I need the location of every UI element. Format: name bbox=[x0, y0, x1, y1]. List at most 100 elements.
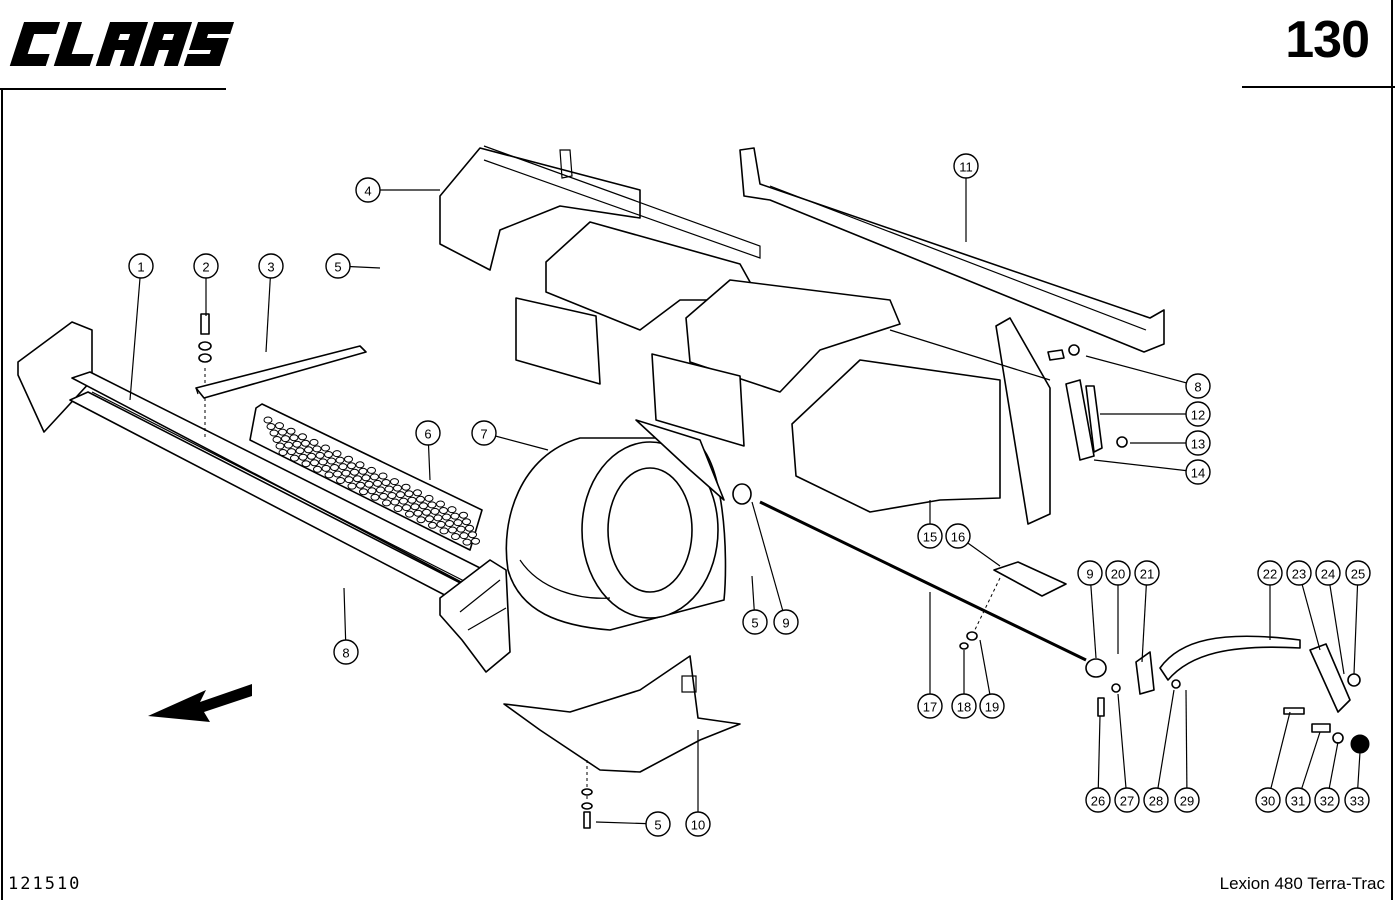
perforation-hole bbox=[442, 513, 451, 521]
callout-c24: 24 bbox=[1315, 560, 1341, 586]
perforation-hole bbox=[427, 501, 437, 509]
perforation-hole bbox=[266, 423, 276, 430]
callout-number: 18 bbox=[957, 700, 971, 715]
perforation-hole bbox=[301, 439, 310, 447]
perforation-hole bbox=[445, 520, 454, 527]
callout-number: 9 bbox=[1086, 567, 1093, 582]
callout-number: 24 bbox=[1321, 567, 1335, 582]
callout-circle bbox=[953, 153, 979, 179]
perforation-hole bbox=[350, 468, 359, 476]
perforation-hole bbox=[387, 492, 397, 499]
perforation-hole bbox=[347, 462, 356, 470]
callout-circle bbox=[1344, 787, 1370, 813]
callout-number: 20 bbox=[1111, 567, 1125, 582]
callout-c13: 13 bbox=[1185, 430, 1211, 456]
perforation-hole bbox=[298, 453, 308, 461]
callout-number: 5 bbox=[751, 616, 758, 631]
perforation-hole bbox=[332, 450, 342, 458]
part-shaft bbox=[732, 483, 1087, 662]
callout-circle bbox=[1286, 560, 1312, 586]
perforation-hole bbox=[376, 486, 385, 494]
part-upper-rail bbox=[739, 147, 1165, 353]
perforation-hole bbox=[318, 458, 328, 466]
perforation-hole bbox=[284, 441, 293, 449]
claas-logo bbox=[8, 16, 236, 72]
callout-c4: 4 bbox=[355, 177, 381, 203]
callout-number: 4 bbox=[364, 184, 371, 199]
callout-circle bbox=[1285, 787, 1311, 813]
perforation-hole bbox=[312, 445, 322, 453]
callout-c18: 18 bbox=[951, 693, 977, 719]
leader-line-c3 bbox=[265, 265, 272, 353]
leader-line-c28 bbox=[1155, 689, 1175, 801]
header-rule-left bbox=[0, 88, 226, 90]
callout-c22: 22 bbox=[1257, 560, 1283, 586]
perforation-hole bbox=[428, 521, 437, 529]
callout-circle bbox=[1174, 787, 1200, 813]
perforation-hole bbox=[333, 470, 342, 478]
callout-circle bbox=[193, 253, 219, 279]
perforation-hole bbox=[447, 506, 457, 514]
model-name: Lexion 480 Terra-Trac bbox=[1219, 874, 1385, 893]
frame-right bbox=[1391, 0, 1393, 900]
perforation-hole bbox=[370, 473, 379, 481]
perforation-hole bbox=[439, 527, 449, 535]
callout-circle bbox=[1077, 560, 1103, 586]
callout-number: 26 bbox=[1091, 794, 1105, 809]
callout-c15: 15 bbox=[917, 523, 943, 549]
callout-number: 3 bbox=[267, 260, 274, 275]
perforation-hole bbox=[298, 433, 307, 441]
perforation-hole bbox=[281, 435, 290, 443]
callout-c17: 17 bbox=[917, 693, 943, 719]
perforation-hole bbox=[456, 525, 466, 533]
callout-c6: 6 bbox=[415, 420, 441, 446]
callout-c30: 30 bbox=[1255, 787, 1281, 813]
callout-number: 6 bbox=[424, 427, 431, 442]
perforation-hole bbox=[324, 451, 333, 458]
callout-number: 9 bbox=[782, 616, 789, 631]
perforation-hole bbox=[330, 464, 339, 471]
perforation-hole bbox=[451, 533, 460, 540]
callout-c28: 28 bbox=[1143, 787, 1169, 813]
leader-line-c1 bbox=[129, 265, 142, 401]
callout-c10: 10 bbox=[685, 811, 711, 837]
callout-number: 22 bbox=[1263, 567, 1277, 582]
callout-circle bbox=[128, 253, 154, 279]
perforation-hole bbox=[459, 511, 468, 519]
callout-circle bbox=[1314, 787, 1340, 813]
callout-circle bbox=[1085, 787, 1111, 813]
perforation-hole bbox=[269, 429, 279, 437]
part-small-plate bbox=[959, 561, 1067, 650]
page-number: 130 bbox=[1285, 11, 1370, 69]
callout-c25: 25 bbox=[1345, 560, 1371, 586]
perforation-hole bbox=[278, 449, 288, 456]
callout-c2: 2 bbox=[193, 253, 219, 279]
callout-circle bbox=[1315, 560, 1341, 586]
perforation-hole bbox=[465, 524, 474, 532]
perforation-hole bbox=[425, 515, 434, 523]
callout-circle bbox=[1114, 787, 1140, 813]
perforation-hole bbox=[373, 479, 382, 487]
callout-c16: 16 bbox=[945, 523, 971, 549]
perforation-hole bbox=[459, 532, 469, 540]
perforation-hole bbox=[367, 487, 377, 495]
callout-c23: 23 bbox=[1286, 560, 1312, 586]
callout-circle bbox=[917, 693, 943, 719]
perforation-hole bbox=[471, 537, 480, 545]
header-rule-right bbox=[1242, 86, 1395, 88]
callout-number: 12 bbox=[1191, 408, 1205, 423]
callout-c8a: 8 bbox=[333, 639, 359, 665]
part-small-brackets bbox=[1047, 344, 1128, 461]
callout-number: 30 bbox=[1261, 794, 1275, 809]
callout-circle bbox=[415, 420, 441, 446]
callout-c33: 33 bbox=[1344, 787, 1370, 813]
callout-c26: 26 bbox=[1085, 787, 1111, 813]
callout-number: 27 bbox=[1120, 794, 1134, 809]
perforation-hole bbox=[353, 475, 362, 483]
callout-number: 19 bbox=[985, 700, 999, 715]
perforation-hole bbox=[453, 519, 463, 527]
perforation-hole bbox=[292, 440, 302, 448]
callout-number: 31 bbox=[1291, 794, 1305, 809]
leader-line-c30 bbox=[1267, 711, 1291, 801]
